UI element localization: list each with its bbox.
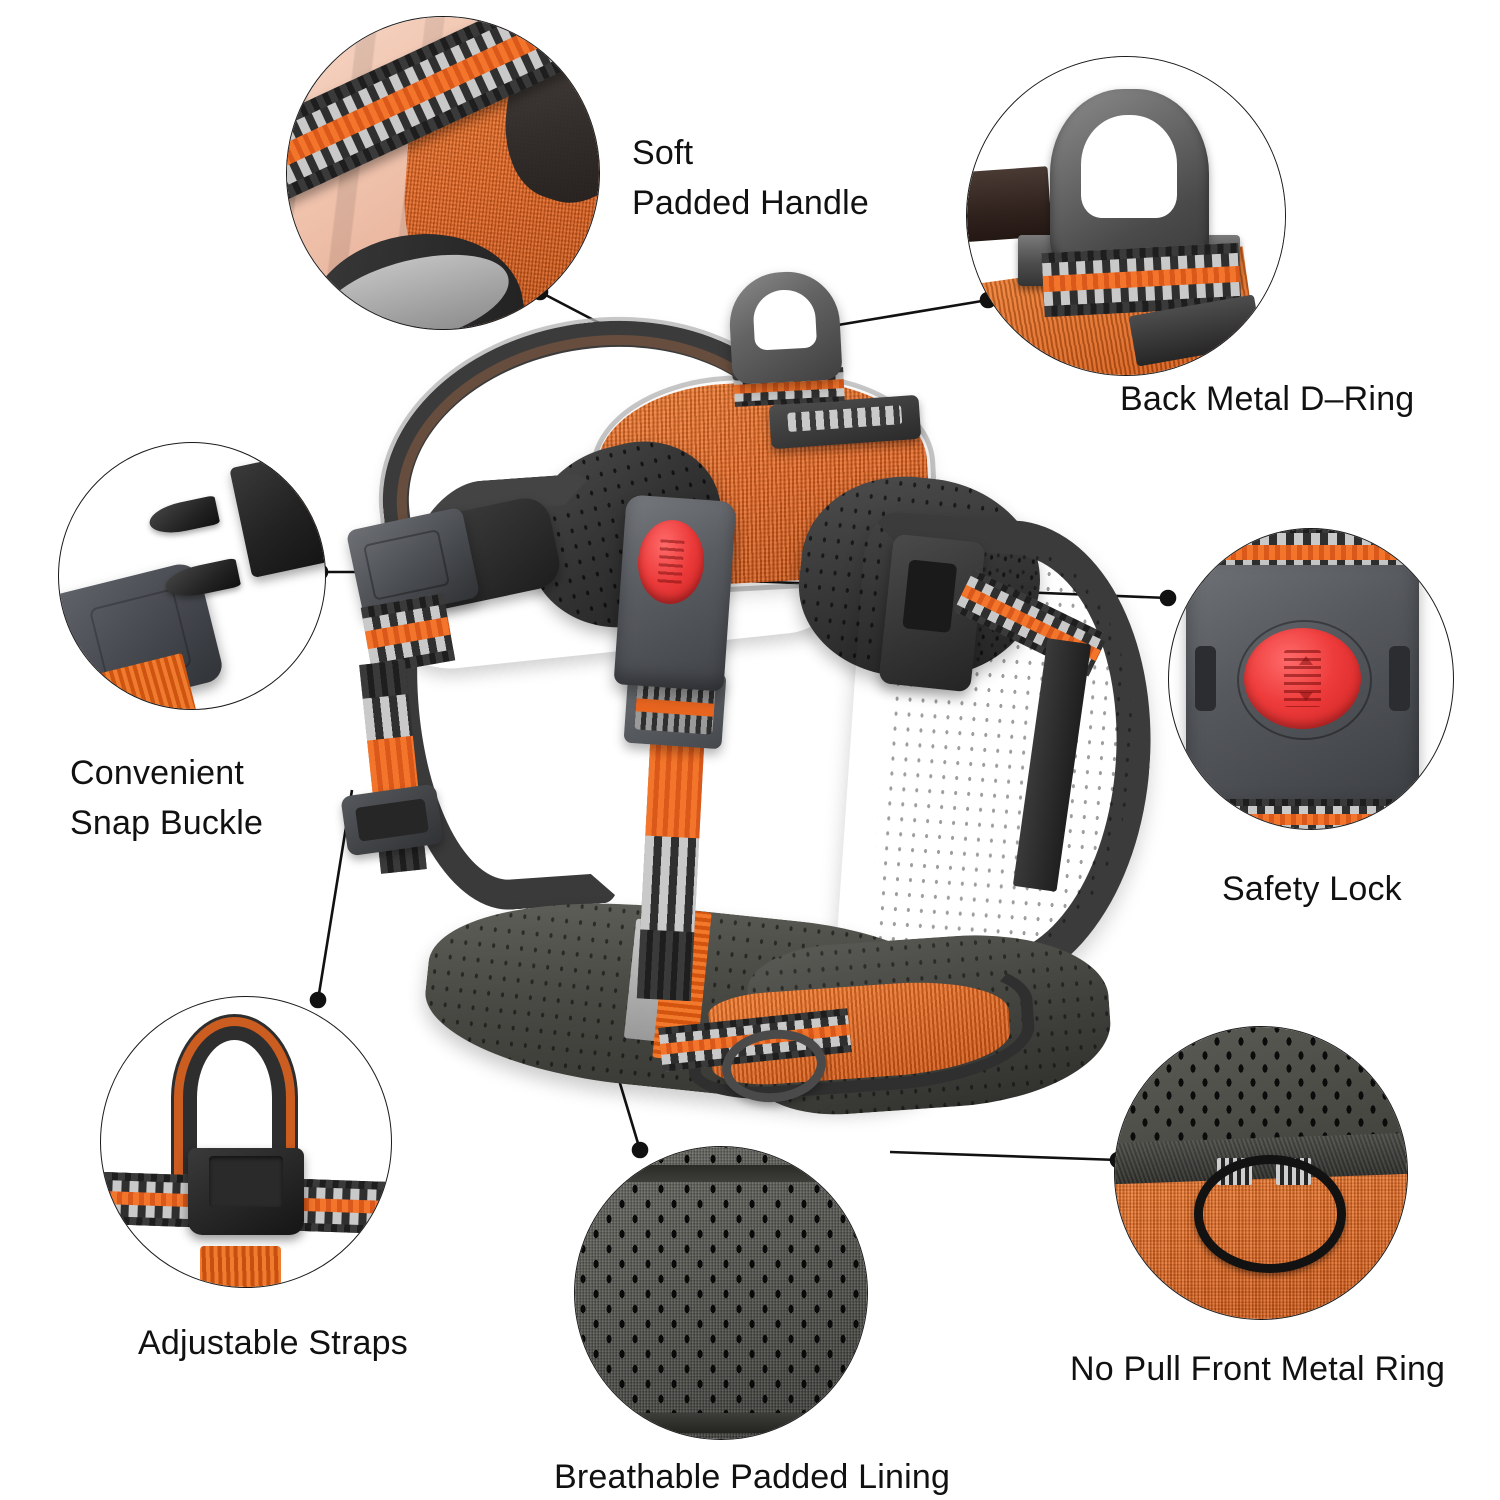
d-ring-loop [1049,88,1209,274]
label-safety-lock: Safety Lock [1222,870,1402,908]
label-convenient-snap-buckle-line1: Convenient [70,754,245,792]
mesh-seam-bottom [575,1412,867,1434]
button-arrow-down-icon [1298,691,1313,701]
label-no-pull-front-metal-ring: No Pull Front Metal Ring [1070,1350,1446,1388]
back-d-ring [727,269,843,385]
safety-lock-bottom-webbing [1197,799,1408,829]
strap-loop-orange-stripe [173,1017,296,1180]
mesh-fabric-texture [575,1147,867,1439]
buckle-center-rib [59,443,120,471]
button-arrow-up-icon [1298,656,1313,666]
label-soft-padded-handle-line1: Soft [632,134,694,172]
button-bezel [1237,620,1372,741]
strap-slider-adjuster [188,1147,304,1235]
buckle-prong-upper [147,494,221,538]
label-convenient-snap-buckle-line2: Snap Buckle [70,804,264,842]
callout-back-metal-d-ring [966,56,1286,376]
label-back-metal-d-ring: Back Metal D–Ring [1120,380,1415,418]
front-o-ring [1193,1155,1347,1273]
mesh-seam-top [575,1164,867,1183]
front-mesh-panel [1115,1027,1407,1144]
callout-soft-padded-handle [286,16,600,330]
strap-tail-orange [199,1246,281,1287]
safety-lock-body [1186,565,1419,817]
label-breathable-padded-lining: Breathable Padded Lining [554,1458,951,1496]
label-adjustable-straps: Adjustable Straps [138,1324,408,1362]
red-release-button [1244,628,1361,729]
callout-adjustable-straps [100,996,392,1288]
callout-convenient-snap-buckle [58,442,326,710]
buckle-male-half [229,451,325,578]
callout-no-pull-front-metal-ring [1114,1026,1408,1320]
buckle-notch-left [1195,645,1217,712]
dog-harness-product-photo [330,269,1170,1130]
buckle-notch-right [1388,645,1410,712]
callout-safety-lock [1168,528,1454,830]
callout-breathable-padded-lining [574,1146,868,1440]
label-soft-padded-handle-line2: Padded Handle [632,184,870,222]
